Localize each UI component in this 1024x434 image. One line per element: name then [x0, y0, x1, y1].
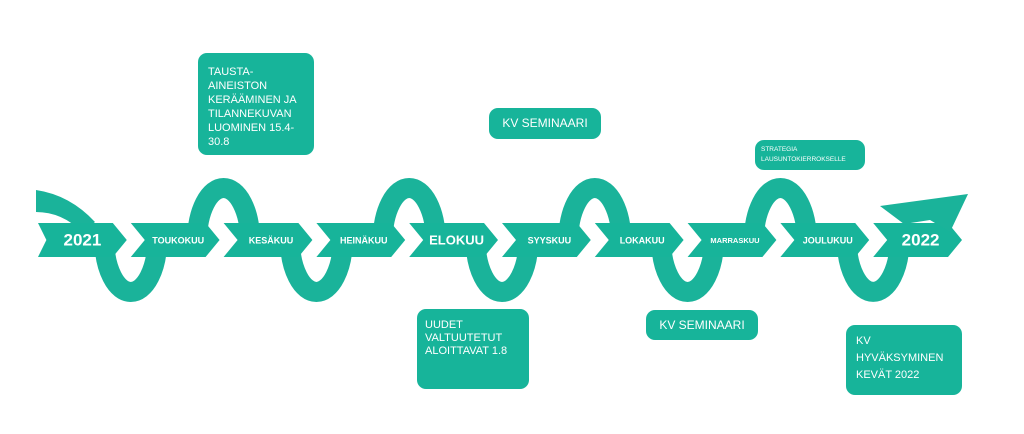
- kv-seminar-box-top: KV SEMINAARI: [489, 108, 601, 139]
- box-line: STRATEGIA: [761, 146, 798, 153]
- box-line: TAUSTA-: [208, 66, 254, 78]
- wave-arc-above: [558, 178, 632, 241]
- month-label: MARRASKUU: [710, 236, 759, 245]
- chevron-2022: [873, 223, 962, 257]
- chevron-joulukuu: [780, 223, 870, 257]
- month-chevrons: 2021 TOUKOKUU KESÄKUU HEINÄKUU ELOKUU SYYSKUU…: [38, 223, 962, 257]
- background-material-box: TAUSTA- AINEISTON KERÄÄMINEN JA TILANNEK…: [198, 53, 314, 155]
- month-label: LOKAKUU: [620, 235, 665, 245]
- chevron-kesäkuu: [223, 223, 313, 257]
- wave-arc-below: [280, 239, 353, 302]
- chevron-marraskuu: [687, 223, 777, 257]
- wave-arc-below: [465, 239, 539, 302]
- box-line: AINEISTON: [208, 80, 268, 92]
- month-label: KESÄKUU: [249, 235, 294, 245]
- wave-arc-below: [94, 239, 168, 302]
- box-line: HYVÄKSYMINEN: [856, 352, 944, 364]
- box-line: KERÄÄMINEN JA: [208, 94, 297, 106]
- month-label: HEINÄKUU: [340, 235, 388, 245]
- wave-arc-below: [836, 239, 910, 302]
- chevron-elokuu: [409, 223, 498, 257]
- kv-seminar-box-bottom: KV SEMINAARI: [646, 310, 758, 340]
- box-line: ALOITTAVAT 1.8: [425, 345, 508, 357]
- month-label: JOULUKUU: [803, 235, 853, 245]
- box-label: KV SEMINAARI: [659, 318, 745, 332]
- arrowhead-shape: [880, 194, 968, 232]
- wave-arc-above: [744, 178, 817, 241]
- month-label: ELOKUU: [429, 232, 484, 247]
- wave-arc-below: [651, 239, 724, 302]
- year-label: 2021: [63, 230, 101, 249]
- box-line: KEVÄT 2022: [856, 369, 920, 381]
- box-line: VALTUUTETUT: [425, 332, 503, 344]
- wave-start-piece: [36, 190, 95, 232]
- year-label: 2022: [902, 230, 940, 249]
- new-councillors-box: UUDET VALTUUTETUT ALOITTAVAT 1.8: [417, 309, 529, 389]
- wave-arc-above: [372, 178, 446, 241]
- box-line: LUOMINEN 15.4-: [208, 122, 295, 134]
- strategy-comment-round-box: STRATEGIA LAUSUNTOKIERROKSELLE: [755, 140, 865, 170]
- chevron-2021: [38, 223, 127, 257]
- chevron-toukokuu: [130, 223, 220, 257]
- box-line: LAUSUNTOKIERROKSELLE: [761, 156, 846, 163]
- wave-ribbons: [36, 178, 910, 302]
- final-arrow: [880, 194, 968, 232]
- box-line: KV: [856, 335, 871, 347]
- month-label: SYYSKUU: [528, 235, 572, 245]
- box-label: KV SEMINAARI: [502, 116, 588, 130]
- chevron-syyskuu: [502, 223, 591, 257]
- box-line: UUDET: [425, 319, 463, 331]
- wave-arc-above: [187, 178, 260, 241]
- box-line: 30.8: [208, 136, 230, 148]
- chevron-lokakuu: [594, 223, 684, 257]
- month-label: TOUKOKUU: [152, 235, 204, 245]
- chevron-heinäkuu: [316, 223, 406, 257]
- kv-approval-box: KV HYVÄKSYMINEN KEVÄT 2022: [846, 325, 962, 395]
- box-line: TILANNEKUVAN: [208, 108, 292, 120]
